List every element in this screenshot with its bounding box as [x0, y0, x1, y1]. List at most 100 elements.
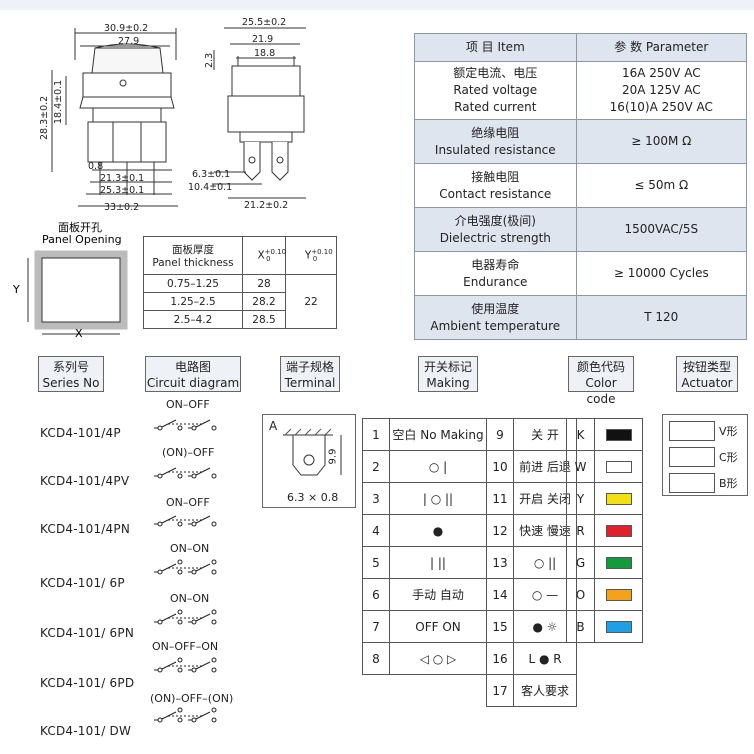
circuit-5-title: ON–ON	[170, 592, 210, 605]
dim-front-1: 30.9±0.2	[104, 23, 148, 34]
circuit-stroke	[191, 717, 197, 723]
spec-param-5: ≥ 10000 Cycles	[575, 251, 748, 296]
color-swatch	[594, 578, 643, 611]
making-num: 13	[486, 546, 514, 579]
panel-row-3-t: 2.5–4.2	[143, 310, 243, 329]
circuit-2-title: (ON)–OFF	[162, 446, 215, 459]
circuit-stroke	[161, 563, 177, 572]
circuit-stroke	[191, 667, 197, 673]
color-swatch-box	[605, 493, 632, 505]
color-letter: K	[566, 418, 595, 451]
actuator-v	[669, 421, 715, 441]
top-band	[0, 0, 754, 10]
making-symbol: ◁ ○ ▷	[389, 642, 487, 675]
color-swatch	[594, 450, 643, 483]
color-swatch	[594, 610, 643, 643]
spec-param-3: ≤ 50m Ω	[575, 163, 748, 208]
dim-front-6: 21.3±0.1	[100, 173, 144, 184]
color-row: R	[566, 514, 643, 547]
circuit-stroke	[157, 667, 163, 673]
terminal-box: A 9.9 6.3 × 0.8	[262, 414, 356, 508]
making-num: 3	[362, 482, 390, 515]
circuit-stroke	[177, 717, 183, 723]
terminal-dim-w: 6.3 × 0.8	[287, 491, 339, 504]
circuit-stroke	[195, 515, 211, 524]
spec-param-2: ≥ 100M Ω	[575, 119, 748, 164]
dim-side-1: 25.5±0.2	[242, 17, 286, 28]
color-swatch	[594, 546, 643, 579]
making-num: 1	[362, 418, 390, 451]
panel-h2: X+0.100	[242, 236, 286, 275]
circuit-stroke	[177, 569, 183, 575]
dim-side-3: 18.8	[254, 48, 275, 59]
panel-row-2-x: 28.2	[242, 292, 286, 311]
color-letter: Y	[566, 482, 595, 515]
color-swatch-box	[605, 525, 632, 537]
circuit-3-title: ON–OFF	[166, 496, 210, 509]
making-row: 5| ||13○ ||	[362, 546, 577, 579]
terminal-label: A	[269, 419, 278, 433]
series-6: KCD4-101/ 6PD	[40, 676, 135, 690]
circuit-6-title: ON–OFF–ON	[152, 640, 219, 653]
circuit-stroke	[157, 473, 163, 479]
making-num: 7	[362, 610, 390, 643]
actuator-b	[669, 473, 715, 493]
color-swatch	[594, 418, 643, 451]
actuator-c	[669, 447, 715, 467]
circuit-stroke	[195, 613, 211, 622]
spec-param-6: T 120	[575, 295, 748, 340]
color-letter: W	[566, 450, 595, 483]
circuit-stroke	[177, 521, 183, 527]
color-swatch-box	[605, 461, 632, 473]
series-1: KCD4-101/4P	[40, 426, 121, 440]
color-swatch-box	[605, 429, 632, 441]
making-num: 2	[362, 450, 390, 483]
making-num: 5	[362, 546, 390, 579]
actuator-v-label: V形	[719, 425, 738, 438]
circuit-stroke	[195, 661, 211, 670]
circuit-stroke	[157, 521, 163, 527]
circuit-stroke	[161, 467, 177, 476]
making-symbol: | ○ ||	[389, 482, 487, 515]
making-symbol: | ||	[389, 546, 487, 579]
dim-front-5: 0.8	[88, 161, 103, 172]
actuator-box: V形 C形 B形	[662, 414, 748, 496]
circuit-stroke	[177, 609, 183, 615]
making-num: 6	[362, 578, 390, 611]
making-symbol: OFF ON	[389, 610, 487, 643]
making-num: 10	[486, 450, 514, 483]
dim-side-2: 21.9	[252, 34, 273, 45]
circuit-stroke	[195, 467, 211, 476]
circuit-7-title: (ON)–OFF–(ON)	[150, 692, 234, 705]
circuit-stroke	[161, 613, 177, 622]
circuit-stroke	[161, 661, 177, 670]
circuit-stroke	[195, 563, 211, 572]
panel-row-1-x: 28	[242, 274, 286, 293]
dim-front-7: 25.3±0.1	[100, 185, 144, 196]
terminal-dim-h: 9.9	[327, 448, 339, 465]
circuit-stroke	[195, 711, 211, 720]
making-num: 4	[362, 514, 390, 547]
panel-h1-cn: 面板厚度	[172, 244, 214, 256]
color-row: B	[566, 610, 643, 643]
color-swatch-box	[605, 589, 632, 601]
circuit-stroke	[157, 425, 163, 431]
series-3: KCD4-101/4PN	[40, 522, 130, 536]
making-symbol: 客人要求	[513, 674, 577, 707]
